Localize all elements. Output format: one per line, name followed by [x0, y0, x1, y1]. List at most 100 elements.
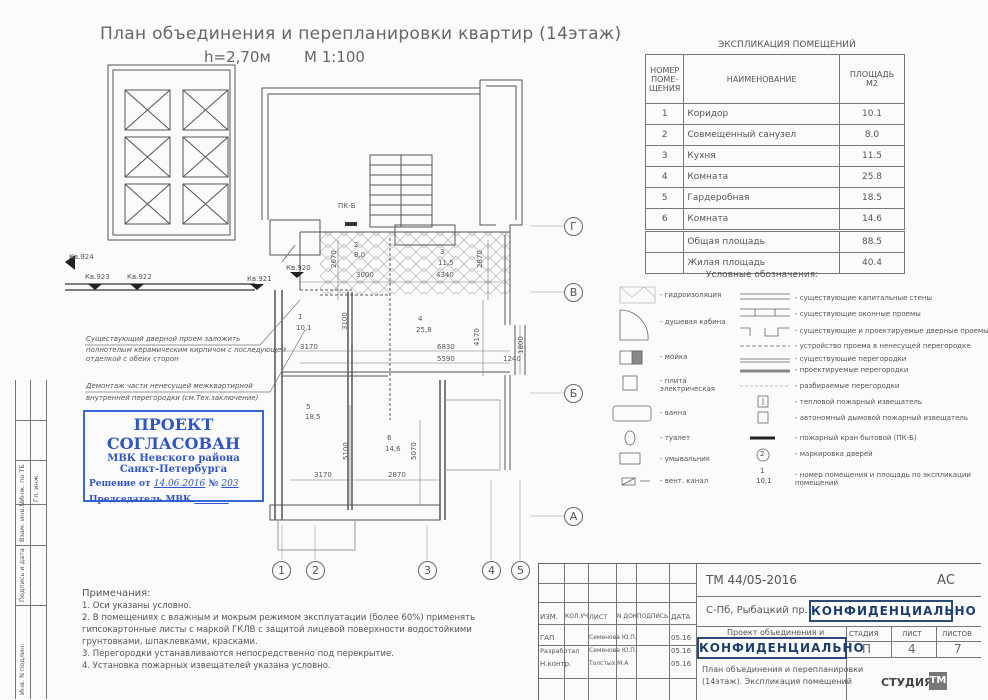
stage-value: П	[862, 642, 872, 656]
legend-label: - существующие перегородки	[795, 355, 907, 363]
stamp-line: МВК Невского района	[107, 453, 240, 464]
column-header: ЛИСТ	[589, 613, 608, 621]
room-sample-number: 1	[760, 467, 765, 475]
room-number: 1	[298, 313, 303, 321]
drawing-mark: АС	[937, 573, 955, 588]
legend-title: Условные обозначения:	[706, 270, 819, 280]
column-header: ПОДПИСЬ	[637, 613, 669, 620]
room-area: 14,6	[385, 445, 401, 453]
legend-label: - разбираемые перегородки	[795, 382, 900, 390]
person-role: Разработал	[540, 647, 580, 655]
note-item: грунтовками, шпаклевками, красками.	[82, 637, 258, 647]
notes: Примечания: 1. Оси указаны условно. 2. В…	[82, 588, 475, 672]
sheet-title: План объединения и перепланировки	[702, 665, 864, 674]
strip-label: Взам. инв.N	[18, 501, 26, 542]
person-date: 05.16	[671, 660, 692, 668]
project-code: ТМ 44/05-2016	[706, 573, 797, 587]
heat-detector-icon	[757, 395, 769, 408]
legend-label: - существующие оконные проемы	[795, 310, 921, 318]
column-header: НОМЕР ПОМЕ-ЩЕНИЯ	[644, 54, 685, 104]
legend-label: - устройство проема в ненесущей перегоро…	[795, 342, 971, 350]
window-icon	[740, 308, 790, 317]
strip-label: Инж. по ТБ	[18, 464, 26, 502]
washbasin-icon	[619, 452, 641, 465]
column-header: НАИМЕНОВАНИЕ	[683, 54, 840, 104]
shower-icon	[619, 309, 649, 341]
person-role: Н.контр.	[540, 660, 572, 668]
room-number: 2	[354, 241, 359, 249]
legend-label: - номер помещения и площадь по экспликац…	[795, 471, 971, 487]
note-item: 2. В помещениях с влажным и мокрым режим…	[82, 613, 476, 623]
axis-marker: 3	[418, 561, 437, 580]
axis-marker: 1	[272, 561, 291, 580]
dimension: 1240	[503, 355, 521, 363]
project-line: Проект объединения и	[727, 628, 825, 637]
room-area: 10,1	[296, 324, 312, 332]
legend-label: - вент. канал	[660, 477, 709, 485]
title-block: ИЗМ. КОЛ.УЧ ЛИСТ N ДОК ПОДПИСЬ ДАТА ГАП …	[538, 563, 981, 700]
ceiling-height: h=2,70м	[204, 48, 271, 66]
column-header: N ДОК	[617, 613, 638, 620]
living-area: 40.4	[839, 252, 905, 274]
stamp-chairman-label: Председатель МВК	[89, 495, 192, 505]
legend-label: - пожарный кран бытовой (ПК-Б)	[795, 434, 917, 442]
sheets-value: 7	[954, 642, 962, 656]
room-number: 3	[440, 248, 445, 256]
fire-hydrant-label: ПК-Б	[338, 202, 356, 210]
axis-marker: В	[564, 283, 583, 302]
room-sample-area: 10,1	[756, 477, 772, 485]
column-header: ПЛОЩАДЬ М2	[839, 54, 905, 104]
room-number: 4	[418, 315, 423, 323]
legend-label: - автономный дымовой пожарный извещатель	[795, 414, 969, 422]
living-label: Жилая площадь	[683, 252, 840, 274]
stage-header: СТАДИЯ	[849, 630, 879, 638]
strip-label: Гл. инж.	[32, 473, 40, 502]
legend-label: - тепловой пожарный извещатель	[795, 398, 922, 406]
axis-marker: 4	[482, 561, 501, 580]
note-item: 1. Оси указаны условно.	[82, 601, 192, 611]
dimension: 6830	[437, 343, 455, 351]
dimension: 3170	[314, 471, 332, 479]
stamp-title: ПРОЕКТ СОГЛАСОВАН	[106, 415, 241, 453]
person-date: 05.16	[671, 634, 692, 642]
axis-marker: 2	[306, 561, 325, 580]
column-header: ДАТА	[671, 613, 691, 621]
bath-icon	[612, 405, 652, 422]
approval-stamp: ПРОЕКТ СОГЛАСОВАН МВК Невского района Са…	[83, 410, 264, 505]
apartment-label: Кв.922	[127, 273, 152, 281]
note-item: 4. Установка пожарных извещателей указан…	[82, 661, 331, 671]
note-item: 3. Перегородки устанавливаются непосредс…	[82, 649, 394, 659]
drawing-title: План объединения и перепланировки кварти…	[100, 24, 622, 44]
note-item: гипсокартонные листы с маркой ГКЛВ с защ…	[82, 625, 472, 635]
door-mark-sample: 2	[760, 450, 765, 458]
axis-marker: А	[564, 507, 583, 526]
legend-label: - маркировка дверей	[795, 450, 873, 458]
annotation-text: отделкой с обеих сторон	[86, 355, 179, 363]
confidential-box: КОНФИДЕНЦИАЛЬНО	[809, 600, 976, 622]
studio-logo: ТМ	[929, 672, 947, 690]
legend-label: - умывальник	[660, 455, 711, 463]
strip-label: Подпись и дата	[18, 548, 26, 602]
legend-label: - душевая кабина	[660, 318, 726, 326]
sheet-title: (14этаж). Экспликация помещений	[702, 677, 852, 686]
legend-label: - ванна	[660, 409, 687, 417]
stamp-decision-date: 14.06.2016	[153, 479, 206, 489]
room-number: 5	[306, 403, 311, 411]
room-area: 11,5	[438, 259, 454, 267]
legend-label: - плита электрическая	[660, 377, 715, 393]
legend-label: - мойка	[660, 353, 688, 361]
annotation-text: внутренней перегородки (см.Тех.заключени…	[86, 394, 259, 402]
scale-label: М 1:100	[304, 48, 365, 66]
column-header: КОЛ.УЧ	[565, 613, 589, 620]
legend-label: - существующие капитальные стены	[795, 294, 932, 302]
legend-label: - туалет	[660, 434, 691, 442]
confidential-box: КОНФИДЕНЦИАЛЬНО	[697, 637, 864, 659]
dimension: 4340	[436, 271, 454, 279]
toilet-icon	[624, 430, 636, 446]
sheet-value: 4	[908, 642, 916, 656]
stamp-line: Санкт-Петербурга	[119, 464, 228, 475]
dimension: 3000	[356, 271, 374, 279]
